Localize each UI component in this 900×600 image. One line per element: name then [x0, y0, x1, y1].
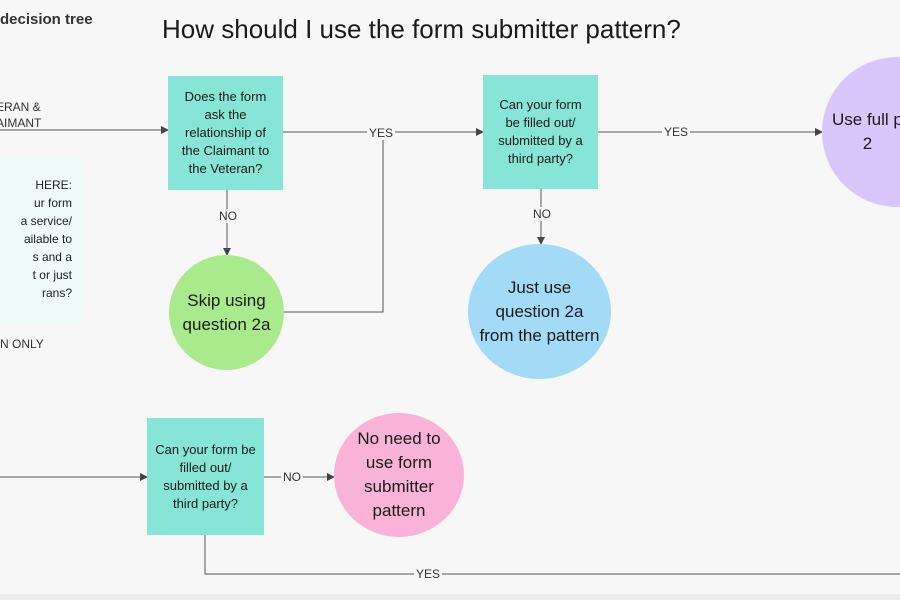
question-third-party-bottom-text: Can your form be filled out/ submitted b…: [155, 441, 256, 511]
frame-label: decision tree: [0, 11, 93, 28]
question-third-party-bottom: Can your form be filled out/ submitted b…: [147, 418, 264, 535]
note-line: ailable to: [23, 232, 72, 246]
canvas-bottom-edge: [0, 594, 900, 600]
note-line: rans?: [41, 286, 72, 300]
outcome-no-need-text: No need to use form submitter pattern: [357, 429, 441, 520]
outcome-use-full-text: Use full p 2: [832, 110, 900, 153]
outcome-just-2a: Just use question 2a from the pattern: [468, 244, 611, 379]
note-line: HERE:: [35, 178, 72, 192]
note-line: t or just: [32, 268, 72, 282]
note-line: ur form: [33, 196, 72, 210]
edge-label-yes: YES: [367, 126, 396, 140]
outcome-just-2a-text: Just use question 2a from the pattern: [479, 277, 600, 345]
edge-label-no: NO: [281, 470, 303, 484]
edge-label-yes: YES: [662, 125, 691, 139]
question-relationship-text: Does the form ask the relationship of th…: [181, 89, 270, 176]
note-line: a service/: [20, 214, 72, 228]
note-footer: N ONLY: [0, 337, 44, 351]
connector-yes-3: [204, 535, 900, 575]
entry-label: ERAN & AIMANT: [0, 100, 42, 130]
outcome-no-need: No need to use form submitter pattern: [334, 413, 464, 537]
question-third-party-top: Can your form be filled out/ submitted b…: [483, 75, 598, 189]
outcome-skip-2a: Skip using question 2a: [169, 255, 284, 370]
edge-label-no: NO: [531, 207, 553, 221]
connector-skip-merge: [283, 132, 384, 313]
outcome-skip-2a-text: Skip using question 2a: [182, 290, 271, 334]
diagram-title: How should I use the form submitter patt…: [162, 14, 681, 44]
question-third-party-top-text: Can your form be filled out/ submitted b…: [498, 97, 583, 166]
edge-label-yes: YES: [414, 567, 443, 581]
question-relationship: Does the form ask the relationship of th…: [168, 76, 283, 190]
note-card: HERE: ur form a service/ ailable to s an…: [0, 158, 82, 324]
edge-label-no: NO: [217, 209, 239, 223]
note-line: s and a: [32, 250, 72, 264]
